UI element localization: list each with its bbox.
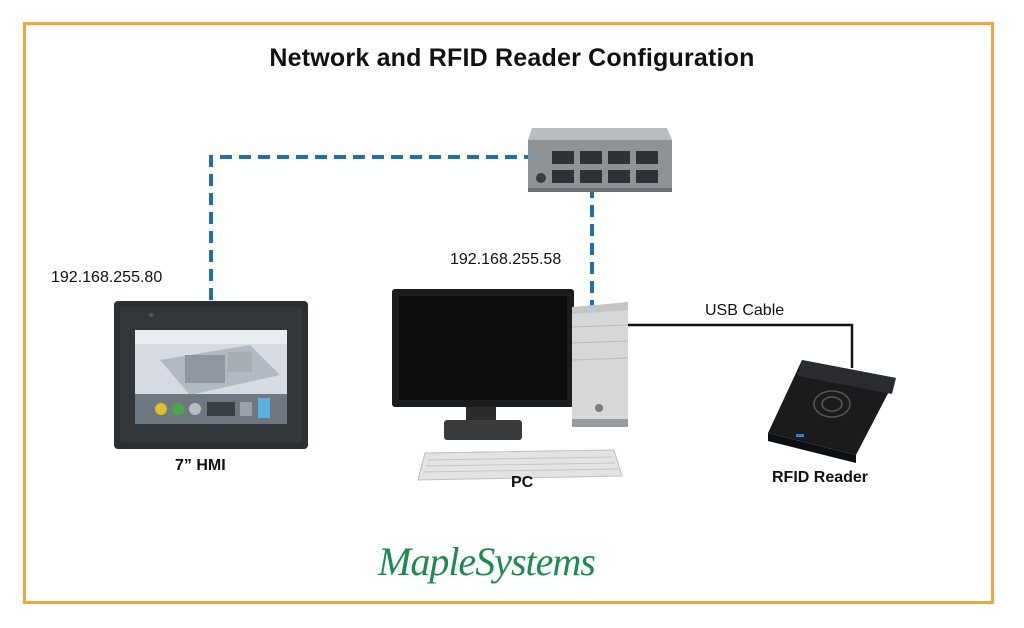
hmi-ip-address: 192.168.255.80 (51, 269, 163, 286)
pc-tower (571, 302, 629, 427)
usb-cable (615, 323, 854, 368)
hmi-device (114, 301, 308, 449)
pc-keyboard (417, 449, 623, 481)
pc-label: PC (511, 474, 534, 491)
pc-ip-address: 192.168.255.58 (450, 251, 562, 268)
pc-monitor (392, 289, 574, 440)
network-switch (528, 128, 672, 192)
diagram-frame (23, 22, 994, 604)
usb-cable-label: USB Cable (705, 302, 785, 319)
maple-systems-logo: MapleSystems (378, 539, 596, 584)
rfid-reader-device (768, 360, 896, 463)
diagram-title: Network and RFID Reader Configuration (269, 44, 755, 72)
ethernet-link-hmi (209, 155, 545, 300)
hmi-label: 7” HMI (175, 457, 226, 474)
rfid-reader-label: RFID Reader (772, 469, 869, 486)
